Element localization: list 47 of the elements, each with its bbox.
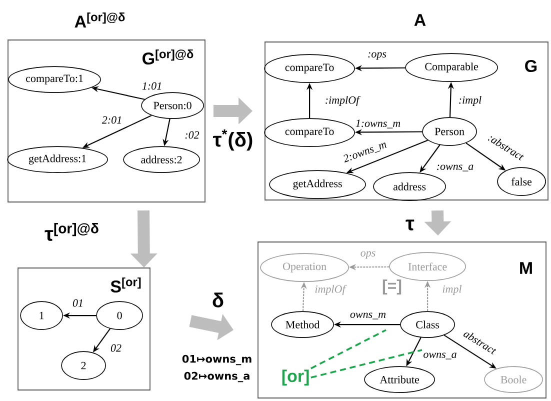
ellipse-node: Comparable bbox=[405, 53, 498, 82]
edge-label: 2:01 bbox=[100, 115, 124, 125]
edge-label: impl bbox=[441, 284, 463, 296]
ellipse-node: 1 bbox=[20, 301, 63, 330]
edge-label: :02 bbox=[184, 130, 200, 140]
edge-label: :owns_a bbox=[435, 164, 475, 172]
edge-label: :impl bbox=[457, 95, 483, 107]
edge-label: owns_m bbox=[348, 312, 388, 320]
edge-label: :ops bbox=[366, 51, 388, 61]
bracket-label: [or] bbox=[282, 370, 309, 386]
ellipse-node: Attribute bbox=[364, 366, 435, 393]
transform-label: τ$^{*}$(δ) bbox=[213, 129, 252, 151]
leader-line bbox=[310, 349, 422, 378]
edge-label: :implOf bbox=[324, 94, 360, 108]
ellipse-node: getAddress bbox=[269, 170, 366, 199]
edge-label: 1:01 bbox=[140, 81, 164, 91]
ellipse-node: Operation bbox=[260, 253, 349, 282]
ellipse-node: compareTo bbox=[264, 54, 355, 83]
ellipse-node: Interface bbox=[389, 252, 466, 281]
ellipse-node: Class bbox=[400, 311, 455, 338]
edge-label: 1:owns_m bbox=[354, 118, 402, 130]
ellipse-node: 0 bbox=[96, 301, 143, 330]
transform-label: τ bbox=[406, 220, 414, 230]
node-label: A$^{[or]@δ}$ bbox=[74, 12, 125, 28]
edge-label: ops bbox=[359, 250, 377, 260]
transform-label: δ bbox=[212, 292, 224, 308]
ellipse-node: Person bbox=[422, 117, 477, 146]
ellipse-node: address:2 bbox=[123, 146, 200, 173]
mapping-label: 02↦owns_a bbox=[184, 372, 250, 382]
transform-label: τ$^{[or]@δ}$ bbox=[44, 223, 98, 241]
ellipse-node: address bbox=[373, 172, 446, 201]
node-label: A bbox=[414, 14, 426, 26]
equality-symbol: [=] bbox=[382, 280, 402, 294]
ellipse-node: compareTo bbox=[264, 118, 355, 147]
edge-label: implOf bbox=[314, 284, 347, 296]
ellipse-node: getAddress:1 bbox=[7, 146, 108, 173]
ellipse-node: Person:0 bbox=[141, 92, 204, 119]
edge-label: 02 bbox=[110, 343, 122, 353]
ellipse-node: false bbox=[497, 167, 546, 196]
edge-label: owns_a bbox=[422, 352, 458, 360]
ellipse-node: Boole bbox=[484, 366, 543, 393]
ellipse-node: Method bbox=[271, 311, 334, 338]
mapping-label: 01↦owns_m bbox=[182, 354, 252, 366]
edge-label: 01 bbox=[72, 298, 84, 308]
ellipse-node: 2 bbox=[61, 351, 106, 380]
leader-line bbox=[310, 329, 386, 370]
ellipse-node: compareTo:1 bbox=[8, 66, 101, 93]
